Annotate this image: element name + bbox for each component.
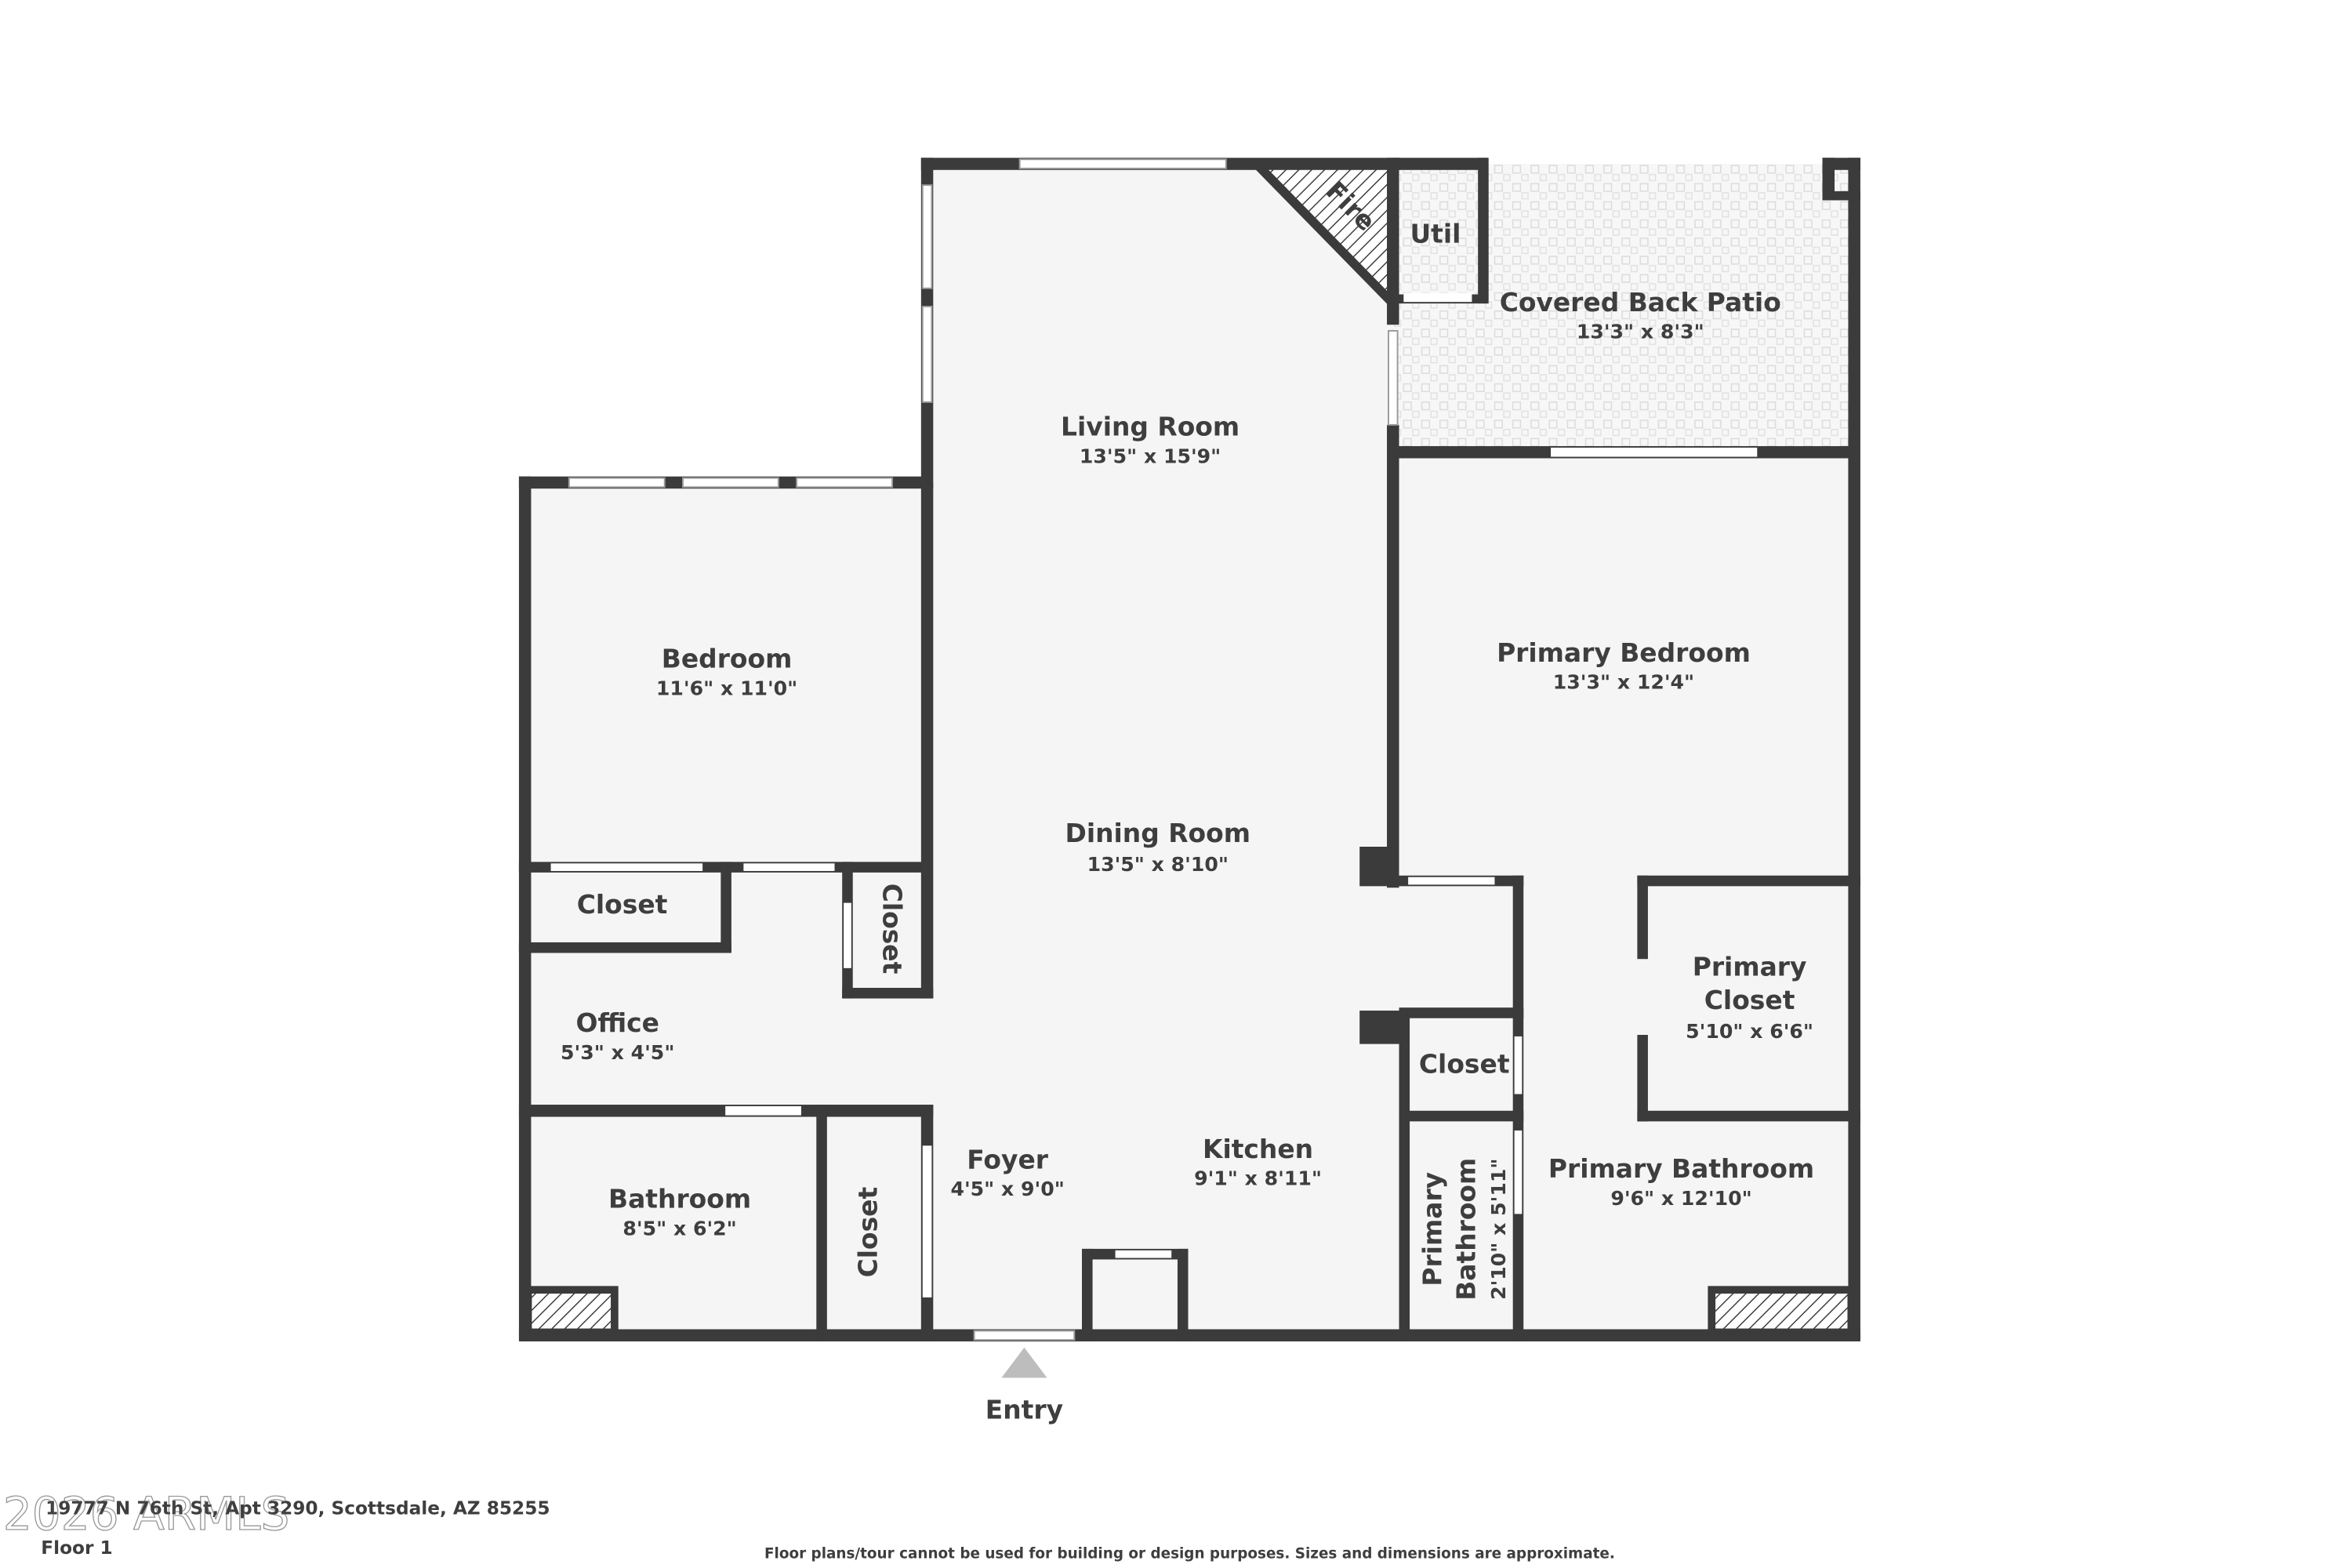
room-dims: 4'5" x 9'0": [950, 1178, 1064, 1200]
room-kitchen[interactable]: Kitchen 9'1" x 8'11": [1194, 1134, 1322, 1190]
room-living[interactable]: Living Room 13'5" x 15'9": [1061, 411, 1240, 467]
room-name: Kitchen: [1203, 1134, 1313, 1164]
room-name: Bedroom: [662, 644, 793, 674]
room-dims: 5'10" x 6'6": [1686, 1020, 1813, 1043]
room-dims: 13'3" x 12'4": [1553, 671, 1694, 694]
closet-bedroom-label: Closet: [577, 889, 668, 920]
room-name-line1: Primary: [1693, 952, 1807, 982]
room-dims: 11'6" x 11'0": [656, 677, 797, 699]
room-name: Living Room: [1061, 411, 1240, 441]
room-primary-bathroom[interactable]: Primary Bathroom 9'6" x 12'10": [1548, 1153, 1814, 1210]
room-dims: 2'10" x 5'11": [1487, 1159, 1510, 1300]
closet-bath-label: Closet: [853, 1187, 884, 1278]
room-dims: 8'5" x 6'2": [622, 1217, 736, 1240]
room-dims: 13'5" x 8'10": [1087, 853, 1229, 876]
closet-hall-label: Closet: [1419, 1048, 1510, 1079]
room-name-line1: Primary: [1417, 1172, 1448, 1287]
disclaimer: Floor plans/tour cannot be used for buil…: [764, 1546, 1615, 1563]
room-dims: 9'1" x 8'11": [1194, 1167, 1322, 1190]
hatch-primary-bathroom: [1708, 1286, 1856, 1337]
util-label: Util: [1410, 219, 1461, 249]
entry-arrow-icon: [1001, 1347, 1047, 1378]
room-primary-closet[interactable]: Primary Closet 5'10" x 6'6": [1686, 952, 1813, 1043]
room-bedroom[interactable]: Bedroom 11'6" x 11'0": [656, 644, 797, 700]
room-foyer[interactable]: Foyer 4'5" x 9'0": [950, 1144, 1064, 1200]
room-dims: 5'3" x 4'5": [561, 1041, 674, 1064]
room-primary-bedroom[interactable]: Primary Bedroom 13'3" x 12'4": [1497, 637, 1751, 694]
entry-label: Entry: [985, 1395, 1063, 1425]
room-name-line2: Bathroom: [1450, 1158, 1481, 1301]
room-name: Foyer: [967, 1144, 1048, 1174]
watermark: 2026 ARMLS: [3, 1487, 290, 1541]
hatch-bathroom: [524, 1286, 619, 1337]
room-bathroom[interactable]: Bathroom 8'5" x 6'2": [608, 1184, 751, 1240]
room-dining[interactable]: Dining Room 13'5" x 8'10": [1065, 818, 1250, 876]
room-name-line2: Closet: [1704, 985, 1795, 1015]
room-dims: 13'5" x 15'9": [1080, 445, 1221, 467]
closet-vertical-label: Closet: [877, 884, 907, 975]
room-name: Primary Bathroom: [1548, 1153, 1814, 1184]
floor-label: Floor 1: [41, 1537, 112, 1559]
room-name: Primary Bedroom: [1497, 637, 1751, 668]
room-dims: 13'3" x 8'3": [1577, 321, 1704, 343]
windows-doors: [550, 158, 1758, 1341]
address: 19777 N 76th St, Apt 3290, Scottsdale, A…: [45, 1498, 550, 1519]
room-name: Covered Back Patio: [1500, 287, 1781, 318]
room-primary-bathroom-small[interactable]: Primary Bathroom 2'10" x 5'11": [1417, 1158, 1510, 1301]
room-name: Bathroom: [608, 1184, 751, 1214]
patio-tiles: [1392, 164, 1855, 452]
room-name: Office: [576, 1007, 659, 1038]
room-dims: 9'6" x 12'10": [1610, 1187, 1751, 1210]
room-name: Dining Room: [1065, 818, 1250, 848]
room-patio[interactable]: Covered Back Patio 13'3" x 8'3": [1500, 287, 1781, 343]
room-office[interactable]: Office 5'3" x 4'5": [561, 1007, 674, 1064]
